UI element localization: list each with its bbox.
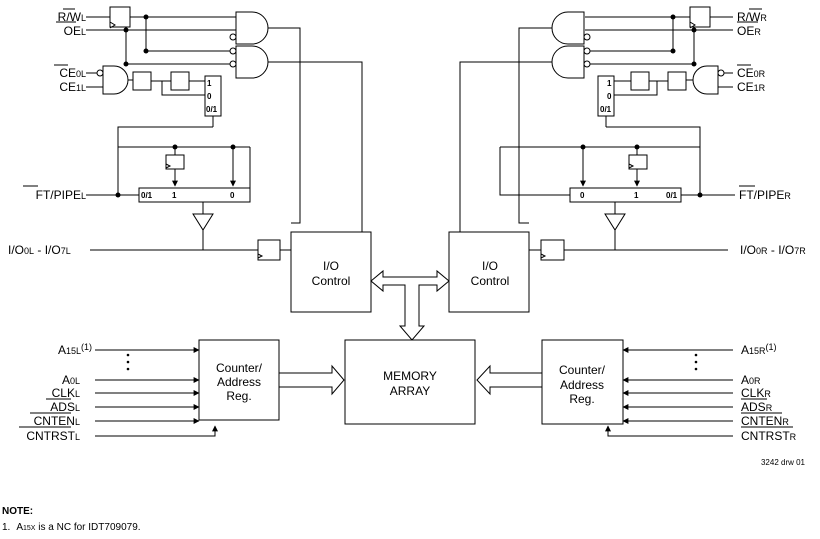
left-output-buffer [192,213,214,231]
left-ce0-label: CE0L [59,66,86,80]
left-pipe-mux-0: 0 [230,191,235,200]
right-ce-mux-0: 0 [607,92,612,101]
right-address-ellipsis [694,353,698,357]
left-ftpipe-label: FT/PIPEL [36,188,86,202]
right-and-gate-lower [459,45,591,232]
right-io-label: I/O0R - I/O7R [740,243,806,257]
right-io-control-subtitle: Control [471,274,510,288]
right-cnten-label: CNTENR [741,414,789,428]
center-bus [370,269,450,341]
right-rw-register [689,6,711,29]
right-output-buffer [604,213,626,231]
left-ce-register-2 [170,71,190,91]
left-cntrst-label: CNTRSTL [26,429,80,443]
right-clk-label: CLKR [741,386,771,400]
memory-array-title: MEMORY [383,369,437,383]
left-counter-block [198,339,280,421]
right-counter-subtitle: Address [560,378,604,392]
right-ce-mux-1: 1 [607,79,612,88]
left-ce-mux-1: 1 [207,79,212,88]
left-rw-label: R/WL [58,10,86,24]
right-io-register [540,239,565,261]
left-a0-label: A0L [62,373,80,387]
right-ce-and-gate [686,65,733,95]
right-ce-register-2 [630,71,650,91]
left-oe-label: OEL [64,24,86,38]
right-pipeline-register [628,154,648,170]
left-io-register [257,239,281,261]
right-address-bus-arrow [476,364,543,396]
left-rw-register [109,6,131,29]
left-pipe-mux-1: 1 [172,191,177,200]
left-pipeline-register [165,154,185,170]
left-ce-register-1 [132,71,152,91]
right-io-control-title: I/O [482,259,498,273]
right-pipe-mux-1: 1 [634,191,639,200]
right-port [448,6,735,437]
left-address-bus-arrow [278,364,345,396]
left-cnten-label: CNTENL [34,414,80,428]
left-pipe-mux-01: 0/1 [141,191,153,200]
right-pipe-mux-01: 0/1 [666,191,678,200]
right-a0-label: A0R [741,373,761,387]
left-a15-label: A15L(1) [58,342,92,357]
right-pipeline-mux [569,187,682,203]
right-ce-mux [597,75,615,127]
right-ce0-label: CE0R [737,66,766,80]
left-port [86,6,372,437]
left-ce-mux [204,75,222,127]
right-counter-block [541,339,624,425]
right-pipe-mux-0: 0 [580,191,585,200]
right-oe-label: OER [737,24,761,38]
note-heading: NOTE: [2,506,33,517]
left-io-label: I/O0L - I/O7L [8,243,71,257]
left-clk-label: CLKL [52,386,80,400]
io-bus-arrow [370,269,450,341]
left-io-control-title: I/O [323,259,339,273]
right-io-control-block [448,231,530,313]
right-ce1-label: CE1R [737,80,766,94]
left-ce-mux-01: 0/1 [206,105,218,114]
left-and-gate-upper [229,11,301,224]
drawing-id: 3242 drw 01 [761,458,806,467]
right-and-gate-upper [518,11,591,224]
right-ce-mux-01: 0/1 [600,105,612,114]
right-counter-title: Counter/ [559,363,606,377]
right-counter-reg: Reg. [569,392,594,406]
note-line-1: 1.A15X is a NC for IDT709079. [2,522,141,533]
left-io-control-subtitle: Control [312,274,351,288]
left-io-control-block [290,231,372,313]
right-cntrst-label: CNTRSTR [741,429,797,443]
right-a15-label: A15R(1) [741,342,777,357]
left-counter-subtitle: Address [217,375,261,389]
left-address-ellipsis [126,353,130,357]
memory-array-subtitle: ARRAY [390,384,430,398]
right-ce-register-1 [667,71,687,91]
right-rw-label: R/WR [737,10,767,24]
left-ads-label: ADSL [50,400,80,414]
right-ftpipe-label: FT/PIPER [739,188,791,202]
left-counter-reg: Reg. [226,389,251,403]
memory-array-block [344,339,476,425]
left-ce-mux-0: 0 [207,92,212,101]
left-ce-and-gate [86,65,133,95]
left-ce1-label: CE1L [59,80,86,94]
left-counter-title: Counter/ [216,361,263,375]
right-ads-label: ADSR [741,400,773,414]
left-and-gate-lower [229,45,363,232]
left-pipeline-mux [138,187,251,203]
